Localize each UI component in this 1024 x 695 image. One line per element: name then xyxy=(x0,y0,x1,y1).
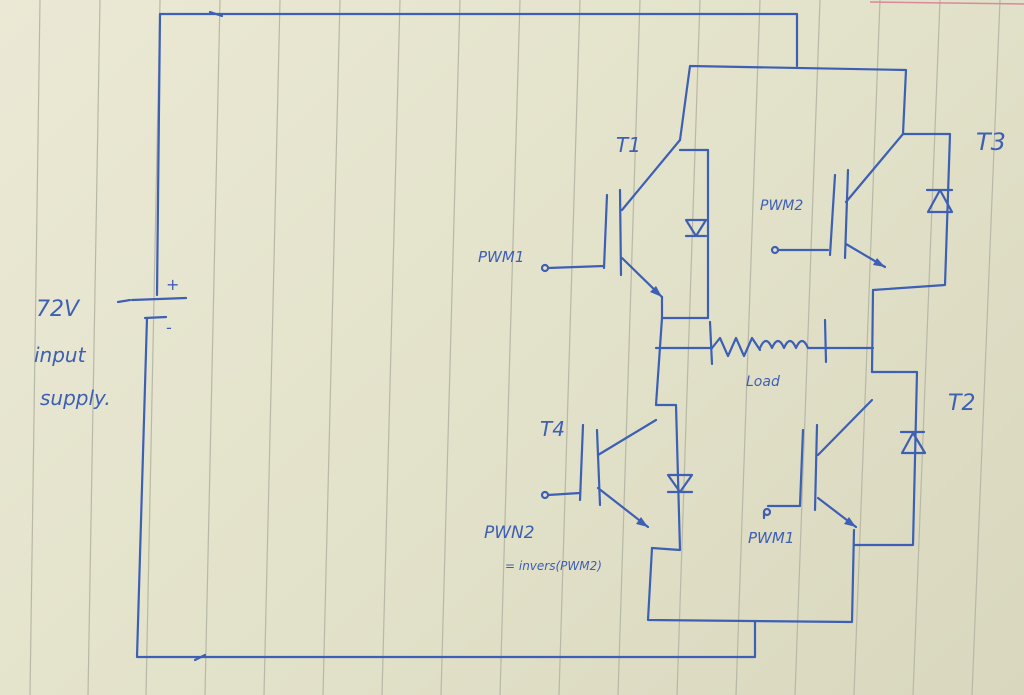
label-pwm1-bottom: PWM1 xyxy=(748,529,794,547)
battery-plus: + xyxy=(166,275,179,294)
supply-voltage: 72V xyxy=(36,297,81,322)
battery-minus: - xyxy=(166,318,172,337)
margin-line xyxy=(869,1,1024,5)
switch-t2 xyxy=(762,370,927,547)
label-pwm2-top: PWM2 xyxy=(760,198,803,214)
supply-wire-loop xyxy=(135,12,799,659)
label-load: Load xyxy=(746,374,780,390)
supply-label-line1: input xyxy=(34,343,87,367)
label-pwn2-note: = invers(PWM2) xyxy=(505,559,602,573)
label-t2: T2 xyxy=(948,391,975,416)
top-rail xyxy=(678,64,908,142)
bottom-rail xyxy=(646,528,856,624)
right-leg xyxy=(870,288,875,374)
label-pwm1-top: PWM1 xyxy=(478,248,524,266)
left-leg xyxy=(654,316,664,407)
label-t1: T1 xyxy=(616,133,641,157)
supply-label-line2: supply. xyxy=(40,386,111,410)
wire-tick xyxy=(193,653,207,662)
load-rl xyxy=(654,318,875,366)
switch-t1 xyxy=(540,138,710,320)
wire-tick xyxy=(208,10,224,18)
label-t3: T3 xyxy=(976,128,1006,156)
switch-t4 xyxy=(540,403,694,552)
switch-t3 xyxy=(770,132,954,292)
battery-symbol xyxy=(116,296,188,320)
label-t4: T4 xyxy=(540,417,565,441)
label-pwn2-bottom: PWN2 xyxy=(484,523,535,543)
